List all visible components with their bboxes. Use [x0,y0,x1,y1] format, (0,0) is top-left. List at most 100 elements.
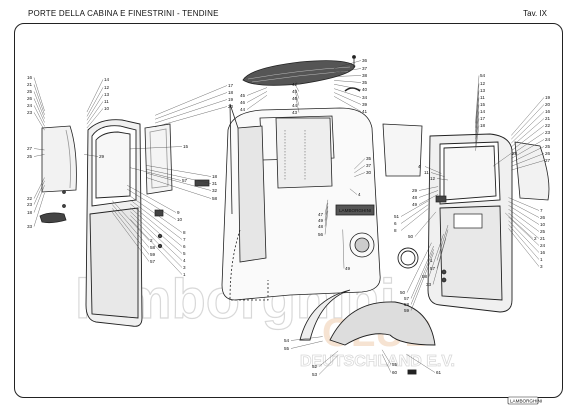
leader-line [418,190,439,198]
callout-left-door: 7 [183,237,186,242]
callout-left-door: 31 [212,181,218,186]
leader-line [511,118,545,148]
callout-right-door: 8 [394,228,397,233]
callout-right-door: 11 [480,95,485,100]
callout-left-door: 21 [27,82,33,87]
leader-line [424,166,442,174]
callout-left-door: 22 [27,196,33,201]
callout-right-door: 1 [430,258,433,263]
leader-line [33,180,45,205]
leader-line [33,192,45,227]
leader-line [418,194,439,205]
callout-right-door: 15 [480,102,486,107]
leader-line [334,75,362,77]
callout-left-door: 5 [183,251,186,256]
leader-line [508,209,540,232]
leader-line [511,153,545,167]
callout-right-door: 58 [404,302,410,307]
callout-right-door: 33 [426,282,432,287]
leader-line [155,85,228,116]
leader-line [246,91,268,103]
callout-right-door: 57 [404,296,410,301]
callout-right-door: 23 [545,130,551,135]
callout-left-door: 26 [27,96,33,101]
left-vent-window [144,123,173,195]
callout-left-door: 4 [183,258,186,263]
leader-line [130,215,183,268]
leader-line [295,96,300,113]
callout-roof: 42 [292,82,298,87]
callout-roof: 46 [240,100,246,105]
callout-left-door: 25 [27,89,33,94]
leader-line [432,238,446,285]
leader-line [410,252,434,311]
leader-line [428,233,444,277]
callout-roof: 44 [292,103,298,108]
leader-line [246,95,268,110]
callout-right-door: 11 [424,170,429,175]
callout-left-door: 58 [150,245,156,250]
callout-left-door: 18 [228,90,234,95]
leader-line [33,84,45,115]
leader-line [130,203,183,247]
leader-line [475,90,480,132]
leader-line [146,177,212,199]
leader-line [33,185,45,213]
callout-right-door: 28 [512,151,518,156]
callout-right-door: 27 [545,158,551,163]
callout-right-door: 25 [545,144,551,149]
leader-line [295,89,300,99]
callout-left-door: 29 [99,154,105,159]
leader-line [342,229,345,269]
callout-fender: 55 [392,362,398,367]
callout-left-door: 2 [150,238,153,243]
leader-line [324,206,329,227]
leader-line [295,81,300,85]
callout-left-door: 14 [104,77,110,82]
leader-line [246,87,268,96]
callout-left-door: 25 [27,154,33,159]
callout-fender: 52 [312,364,318,369]
callout-roof: 37 [362,66,368,71]
callout-left-door: 18 [27,210,33,215]
leader-line [33,105,45,127]
callout-left-door: 57 [182,178,188,183]
callout-right-door: 12 [430,176,436,181]
watermark-club-line: DEUTSCHLAND E.V. [300,353,455,370]
leader-line [290,336,323,341]
callout-cab: 49 [345,266,351,271]
leader-line [155,99,228,124]
callout-left-door: 1 [183,272,186,277]
callout-left-door: 9 [177,210,180,215]
callout-right-door: 58 [422,274,428,279]
leader-line [511,132,545,155]
callout-right-door: 26 [545,151,551,156]
callout-cab: 56 [318,232,324,237]
callout-right-door: 51 [394,214,400,219]
leader-line [130,207,183,254]
callout-cab: 35 [366,156,372,161]
leader-line [354,158,366,170]
leader-line [33,77,45,112]
leader-line [430,172,445,177]
cab-logo-plate: LAMBORGHINI [339,208,371,213]
callout-right-door: 59 [404,308,410,313]
callout-left-door: 6 [183,244,186,249]
callout-left-door: 15 [183,144,189,149]
callout-roof: 43 [292,110,298,115]
leader-line [86,108,104,129]
leader-line [410,249,434,305]
leader-line [155,106,228,128]
callout-cab: 49 [318,218,324,223]
callout-left-door: 57 [150,259,156,264]
callout-left-door: 13 [104,92,110,97]
leader-line [155,92,228,120]
callout-roof: 45 [240,93,246,98]
callout-right-door: 29 [412,188,418,193]
callout-left-door: 20 [228,104,234,109]
callout-roof: 40 [362,87,368,92]
leader-line [414,211,437,237]
leader-line [406,354,436,373]
leader-line [475,125,480,151]
